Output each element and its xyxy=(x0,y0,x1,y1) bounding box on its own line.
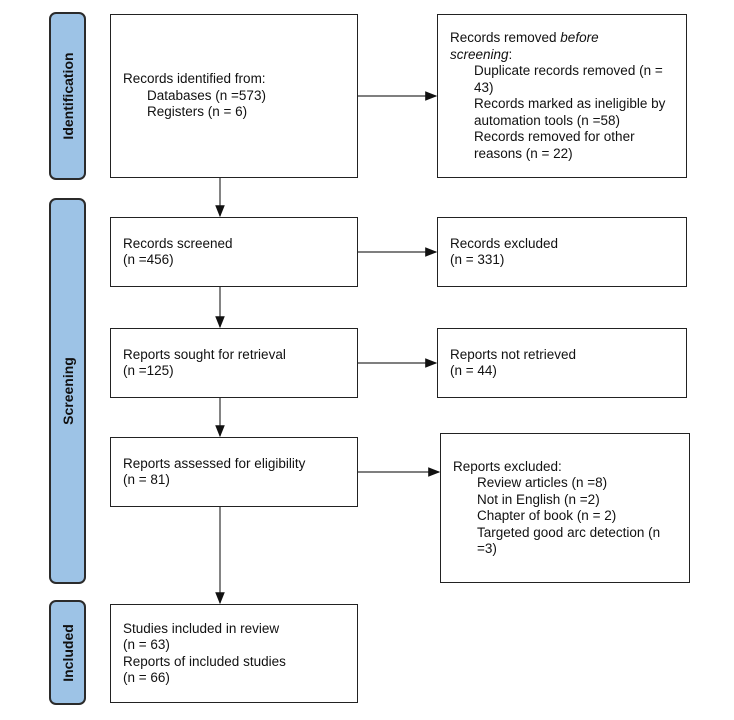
reports-assessed-box: Reports assessed for eligibility(n = 81) xyxy=(110,437,358,507)
box-title: Reports assessed for eligibility xyxy=(123,455,306,471)
title-text: Records removed xyxy=(450,30,561,45)
phase-label: Included xyxy=(59,623,76,682)
phase-included: Included xyxy=(49,600,86,705)
box-title: Records excluded xyxy=(450,235,559,251)
list-item: Records removed for other reasons (n = 2… xyxy=(474,129,635,161)
box-title: Reports of included studies xyxy=(123,653,286,669)
reports-not-retrieved-box: Reports not retrieved(n = 44) xyxy=(437,328,687,398)
box-title: Reports not retrieved xyxy=(450,346,577,362)
count: (n = 63) xyxy=(123,637,170,652)
count: (n = 44) xyxy=(450,363,497,378)
list-item: Chapter of book (n = 2) xyxy=(477,508,617,523)
title-em: screening xyxy=(450,46,509,62)
box-title: Reports sought for retrieval xyxy=(123,346,286,362)
phase-identification: Identification xyxy=(49,12,86,180)
phase-label: Screening xyxy=(59,357,76,425)
list-item: Not in English (n =2) xyxy=(477,491,600,507)
records-removed-box: Records removed before screening: Duplica… xyxy=(437,14,687,178)
box-title: Records removed before screening: xyxy=(450,30,674,63)
list-item: Records marked as ineligible by automati… xyxy=(474,96,666,128)
title-em: before xyxy=(560,30,599,45)
count: (n = 331) xyxy=(450,252,505,267)
registers-count: Registers (n = 6) xyxy=(147,104,248,120)
box-title: Records identified from: xyxy=(123,71,266,87)
box-title: Reports excluded: xyxy=(453,458,562,474)
title-text: : xyxy=(508,46,513,62)
databases-count: Databases (n =573) xyxy=(147,87,266,103)
studies-included-box: Studies included in review (n = 63) Repo… xyxy=(110,604,358,703)
list-item: Review articles (n =8) xyxy=(477,475,608,490)
box-title: Records screened xyxy=(123,235,233,251)
reports-sought-box: Reports sought for retrieval(n =125) xyxy=(110,328,358,398)
records-identified-box: Records identified from: Databases (n =5… xyxy=(110,14,358,178)
count: (n =456) xyxy=(123,252,174,267)
phase-screening: Screening xyxy=(49,198,86,584)
records-excluded-box: Records excluded(n = 331) xyxy=(437,217,687,287)
reports-excluded-box: Reports excluded: Review articles (n =8)… xyxy=(440,433,690,583)
count: (n =125) xyxy=(123,363,174,378)
list-item: Targeted good arc detection (n =3) xyxy=(477,524,661,557)
records-screened-box: Records screened(n =456) xyxy=(110,217,358,287)
box-title: Studies included in review xyxy=(123,620,280,636)
count: (n = 66) xyxy=(123,670,170,685)
list-item: Duplicate records removed (n = 43) xyxy=(474,63,663,95)
count: (n = 81) xyxy=(123,472,170,487)
phase-label: Identification xyxy=(59,52,76,140)
